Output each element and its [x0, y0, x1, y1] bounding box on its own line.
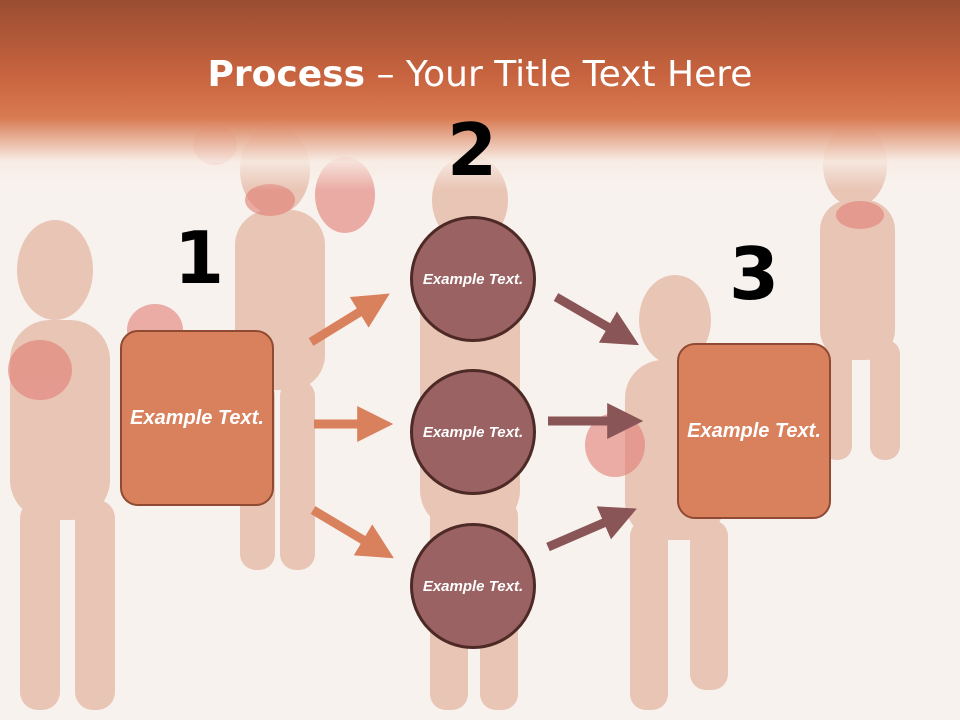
slide-title: Process – Your Title Text Here	[0, 52, 960, 98]
step-number-3: 3	[728, 232, 780, 316]
title-rest: – Your Title Text Here	[365, 54, 753, 95]
circle-top: Example Text.	[410, 216, 536, 342]
header-band	[0, 0, 960, 190]
arrow-from-top-circle	[553, 293, 640, 346]
circle-bottom: Example Text.	[410, 523, 536, 649]
arrow-to-bottom-circle	[310, 506, 394, 559]
arrow-from-bottom-circle	[546, 506, 637, 552]
title-strong: Process	[207, 54, 366, 95]
step-number-2: 2	[446, 108, 498, 192]
left-box: Example Text.	[120, 330, 274, 506]
right-box: Example Text.	[677, 343, 831, 519]
arrow-to-top-circle	[308, 293, 390, 346]
circle-middle: Example Text.	[410, 369, 536, 495]
step-number-1: 1	[173, 216, 225, 300]
